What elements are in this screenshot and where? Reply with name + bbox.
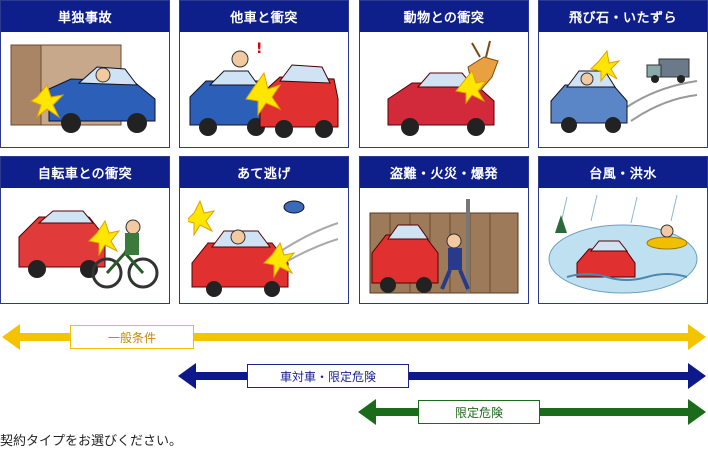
card-title: 台風・洪水 [539,157,707,188]
two-car-collision-illustration: ! [189,41,339,138]
svg-text:!: ! [256,41,262,57]
card-title: 動物との衝突 [360,1,528,32]
card-title: 他車と衝突 [180,1,348,32]
card-bicycle-collision: 自転車との衝突 [0,156,170,304]
card-title: 単独事故 [1,1,169,32]
card-animal-collision: 動物との衝突 [359,0,529,148]
flood-illustration [548,194,698,294]
general-coverage-label[interactable]: 一般条件 [70,325,194,349]
card-collision-other-car: 他車と衝突 ! [179,0,349,148]
theft-illustration [369,199,519,294]
card-hit-and-run: あて逃げ [179,156,349,304]
card-title: 自転車との衝突 [1,157,169,188]
card-flying-stone-vandalism: 飛び石・いたずら [538,0,708,148]
card-theft-fire-explosion: 盗難・火災・爆発 [359,156,529,304]
card-single-accident: 単独事故 [0,0,170,148]
limited-risk-label[interactable]: 限定危険 [418,400,540,424]
animal-collision-illustration [387,40,499,136]
car-to-car-limited-arrow [178,363,706,389]
instruction-text: 契約タイプをお選びください。 [0,434,183,449]
single-accident-illustration [10,44,156,133]
car-to-car-limited-label[interactable]: 車対車・限定危険 [247,364,409,388]
bicycle-collision-illustration [18,210,159,289]
card-title: あて逃げ [180,157,348,188]
hit-and-run-illustration [188,199,339,297]
flying-stone-illustration [550,49,698,133]
card-typhoon-flood: 台風・洪水 [538,156,708,304]
general-coverage-arrow [2,324,706,350]
card-title: 盗難・火災・爆発 [360,157,528,188]
card-title: 飛び石・いたずら [539,1,707,32]
